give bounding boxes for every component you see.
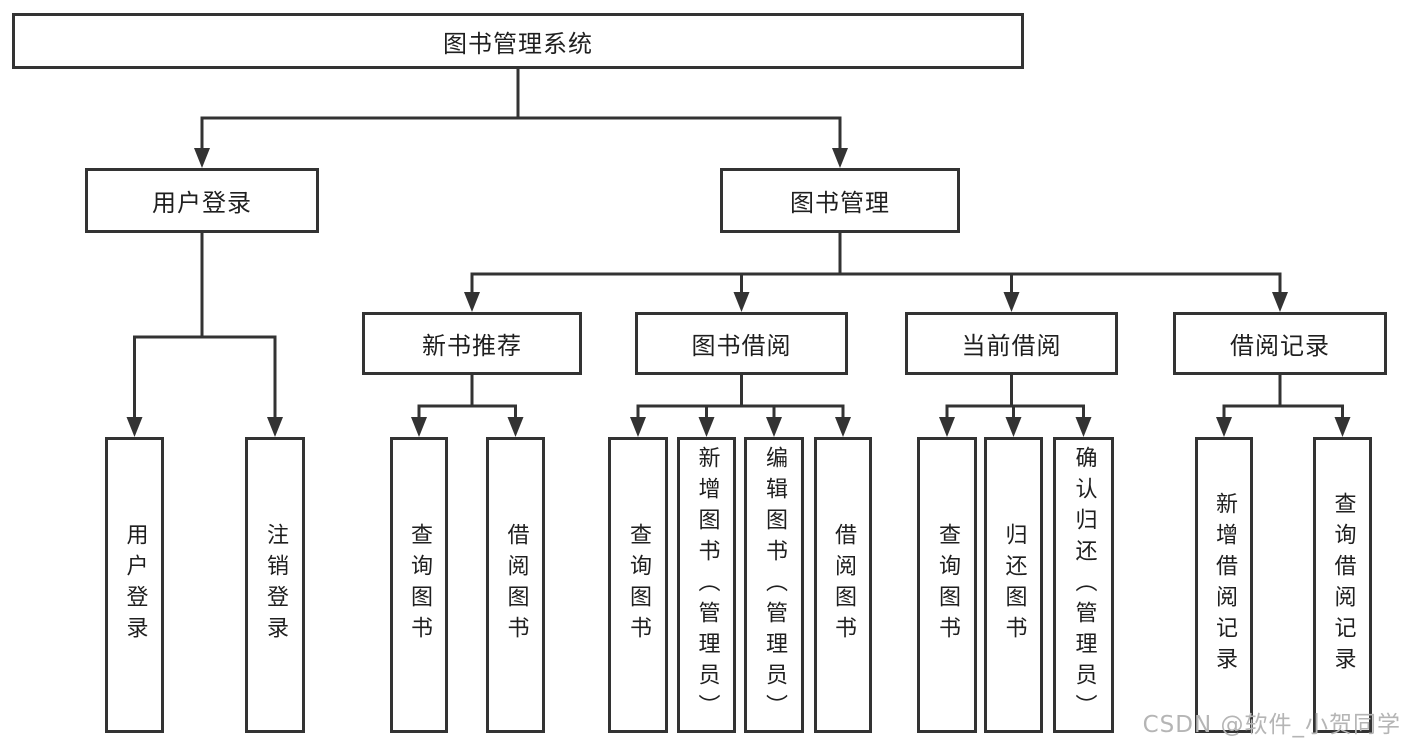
connector-borrow-split <box>636 375 845 421</box>
connector-newbooks-split <box>417 375 517 421</box>
node-root-system: 图书管理系统 <box>12 13 1024 69</box>
leaf-logout: 注销登录 <box>245 437 305 733</box>
node-borrow-records: 借阅记录 <box>1173 312 1387 375</box>
leaf-query-books-3: 查询图书 <box>917 437 977 733</box>
leaf-borrow-books: 借阅图书 <box>486 437 545 733</box>
leaf-logout-label: 注销登录 <box>263 523 288 647</box>
leaf-return-books-label: 归还图书 <box>1001 523 1027 647</box>
node-book-borrow: 图书借阅 <box>635 312 848 375</box>
leaf-borrow-books-2-label: 借阅图书 <box>831 523 856 647</box>
leaf-borrow-books-2: 借阅图书 <box>814 437 872 733</box>
leaf-query-borrow-record: 查询借阅记录 <box>1313 437 1372 733</box>
leaf-query-books-3-label: 查询图书 <box>935 523 960 647</box>
leaf-add-borrow-record-label: 新增借阅记录 <box>1212 492 1237 678</box>
node-new-book-recommend: 新书推荐 <box>362 312 582 375</box>
leaf-query-books: 查询图书 <box>390 437 448 733</box>
leaf-add-books-admin: 新增图书（管理员） <box>677 437 736 733</box>
leaf-edit-books-admin-label: 编辑图书（管理员） <box>762 445 787 725</box>
leaf-confirm-return-admin-label: 确认归还（管理员） <box>1071 445 1097 725</box>
leaf-query-books-2-label: 查询图书 <box>626 523 651 647</box>
connector-current-split <box>945 375 1085 421</box>
leaf-user-login: 用户登录 <box>105 437 164 733</box>
leaf-edit-books-admin: 编辑图书（管理员） <box>744 437 804 733</box>
connector-login-split <box>133 233 277 421</box>
leaf-confirm-return-admin: 确认归还（管理员） <box>1053 437 1114 733</box>
leaf-query-books-label: 查询图书 <box>407 523 432 647</box>
leaf-return-books: 归还图书 <box>984 437 1043 733</box>
leaf-borrow-books-label: 借阅图书 <box>503 523 529 647</box>
leaf-query-books-2: 查询图书 <box>608 437 668 733</box>
leaf-add-borrow-record: 新增借阅记录 <box>1195 437 1253 733</box>
watermark: CSDN @软件_小贺同学 <box>1142 712 1401 738</box>
leaf-add-books-admin-label: 新增图书（管理员） <box>694 445 720 725</box>
connector-root-split <box>200 69 842 152</box>
leaf-query-borrow-record-label: 查询借阅记录 <box>1330 492 1356 678</box>
node-book-management: 图书管理 <box>720 168 960 233</box>
leaf-user-login-label: 用户登录 <box>122 523 148 647</box>
node-current-borrow: 当前借阅 <box>905 312 1118 375</box>
connector-management-split <box>470 233 1282 296</box>
node-user-login: 用户登录 <box>85 168 319 233</box>
connector-records-split <box>1222 375 1344 421</box>
